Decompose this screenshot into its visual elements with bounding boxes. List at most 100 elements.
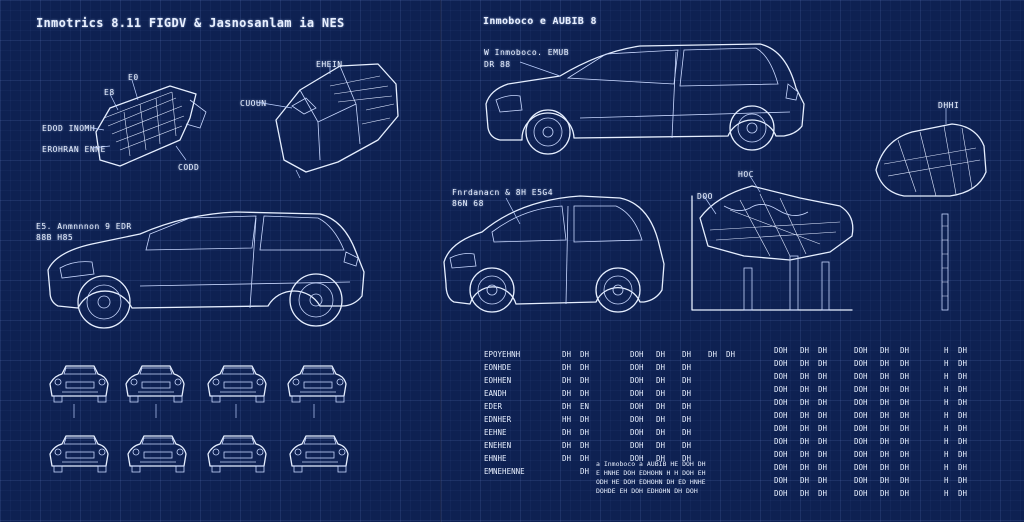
- table-cell: DH: [900, 398, 910, 407]
- table-cell: EEHNE: [484, 428, 507, 437]
- table-cell: DH: [900, 372, 910, 381]
- table-cell: DH: [880, 372, 890, 381]
- table-cell: DH: [880, 346, 890, 355]
- footnote-line: ODH HE DOH EDHOHN DH ED HNHE: [596, 478, 706, 486]
- table-cell: DOH: [854, 359, 868, 368]
- table-cell: EPOYEHNH: [484, 350, 521, 359]
- table-cell: DH: [682, 350, 692, 359]
- table-cell: DOH: [854, 463, 868, 472]
- table-cell: DH: [880, 359, 890, 368]
- table-cell: DH: [818, 372, 828, 381]
- table-cell: DH: [958, 463, 968, 472]
- left-car-caption: E5. Anmnnnon 9 EDR: [36, 222, 132, 231]
- table-cell: DH: [682, 376, 692, 385]
- table-cell: DH: [900, 346, 910, 355]
- table-cell: EHNHE: [484, 454, 507, 463]
- table-cell: DOH: [854, 385, 868, 394]
- table-cell: DOH: [854, 411, 868, 420]
- table-cell: DH: [562, 402, 572, 411]
- front-view-2: [125, 365, 185, 403]
- top-hatchback-side-view: [485, 43, 805, 155]
- table-cell: DH: [900, 463, 910, 472]
- table-cell: DH: [818, 385, 828, 394]
- front-view-4: [287, 365, 347, 403]
- engine-cluster-exploded: [691, 175, 854, 311]
- table-cell: DH: [726, 350, 736, 359]
- table-cell: EOHHEN: [484, 376, 512, 385]
- table-cell: DH: [900, 424, 910, 433]
- table-cell: DOH: [854, 424, 868, 433]
- table-cell: DH: [580, 428, 590, 437]
- table-cell: DH: [880, 424, 890, 433]
- table-cell: EONHDE: [484, 363, 512, 372]
- part-label-e: CODD: [178, 163, 200, 172]
- table-cell: DOH: [854, 372, 868, 381]
- table-cell: DH: [958, 437, 968, 446]
- table-cell: DH: [880, 450, 890, 459]
- table-cell: DOH: [774, 424, 788, 433]
- table-cell: DH: [880, 385, 890, 394]
- table-cell: DH: [958, 398, 968, 407]
- table-cell: DH: [818, 476, 828, 485]
- table-cell: DH: [800, 385, 810, 394]
- table-cell: DH: [880, 398, 890, 407]
- table-cell: DH: [800, 450, 810, 459]
- table-cell: DH: [656, 428, 666, 437]
- table-cell: DH: [682, 402, 692, 411]
- table-cell: DH: [818, 359, 828, 368]
- table-cell: DH: [800, 359, 810, 368]
- table-cell: DOH: [774, 437, 788, 446]
- engine-block-part: [255, 63, 399, 179]
- table-cell: H: [944, 398, 949, 407]
- table-cell: DOH: [854, 437, 868, 446]
- table-cell: DH: [818, 450, 828, 459]
- table-cell: EN: [580, 402, 590, 411]
- table-cell: DH: [880, 463, 890, 472]
- table-cell: DOH: [774, 385, 788, 394]
- table-cell: DH: [656, 350, 666, 359]
- table-cell: DOH: [774, 372, 788, 381]
- table-cell: DH: [958, 359, 968, 368]
- table-cell: DOH: [774, 359, 788, 368]
- table-cell: DH: [900, 450, 910, 459]
- table-cell: DH: [800, 398, 810, 407]
- table-cell: DH: [958, 476, 968, 485]
- table-cell: EMNEHENNE: [484, 467, 525, 476]
- table-cell: H: [944, 489, 949, 498]
- table-cell: DOH: [630, 389, 644, 398]
- table-cell: DH: [708, 350, 718, 359]
- table-cell: DOH: [630, 402, 644, 411]
- table-cell: DH: [800, 437, 810, 446]
- table-cell: DH: [818, 424, 828, 433]
- motor-detail-part: [875, 108, 987, 311]
- table-cell: DH: [656, 454, 666, 463]
- table-cell: H: [944, 372, 949, 381]
- table-cell: H: [944, 346, 949, 355]
- table-cell: DH: [580, 441, 590, 450]
- table-cell: H: [944, 463, 949, 472]
- table-cell: DH: [900, 411, 910, 420]
- table-cell: DH: [958, 424, 968, 433]
- front-view-1: [49, 365, 109, 403]
- part-label-g: CUOUN: [240, 99, 267, 108]
- table-cell: DH: [562, 376, 572, 385]
- table-cell: DH: [656, 363, 666, 372]
- table-cell: DOH: [774, 463, 788, 472]
- table-cell: DH: [958, 450, 968, 459]
- table-cell: DH: [900, 359, 910, 368]
- rear-view-1: [49, 435, 109, 473]
- table-cell: DH: [682, 415, 692, 424]
